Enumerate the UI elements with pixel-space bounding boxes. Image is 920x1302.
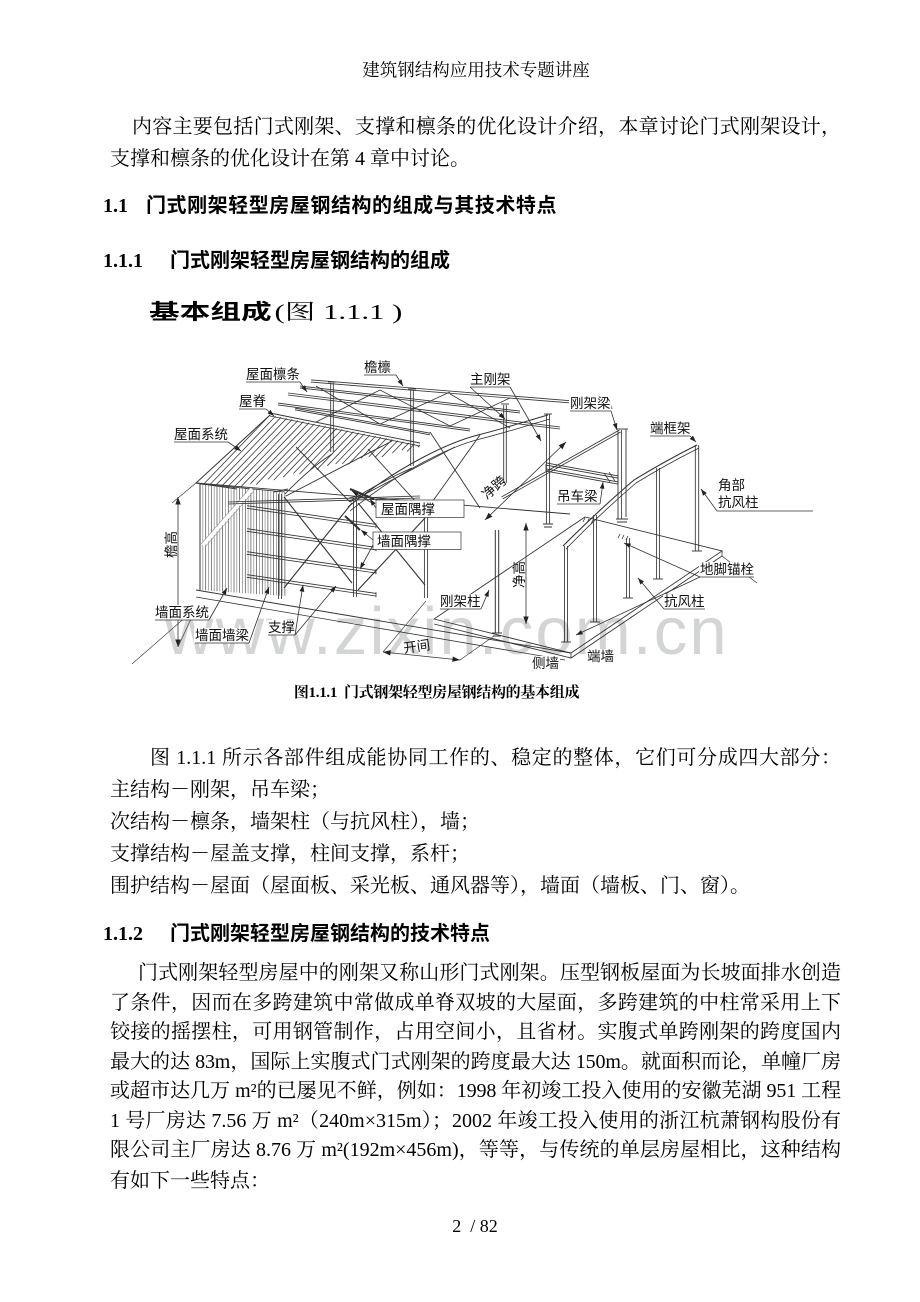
svg-text:地脚锚栓: 地脚锚栓 <box>700 562 754 577</box>
svg-text:支撑: 支撑 <box>268 620 295 635</box>
svg-text:吊车梁: 吊车梁 <box>557 488 598 504</box>
svg-text:开间: 开间 <box>402 637 431 656</box>
svg-text:屋面系统: 屋面系统 <box>174 427 228 442</box>
svg-text:刚架梁: 刚架梁 <box>570 396 611 411</box>
svg-text:端墙: 端墙 <box>587 649 614 664</box>
svg-text:刚架柱: 刚架柱 <box>440 594 481 609</box>
svg-text:屋面檩条: 屋面檩条 <box>246 366 300 382</box>
svg-text:檐檩: 檐檩 <box>364 360 391 375</box>
svg-text:檐高: 檐高 <box>163 531 179 558</box>
svg-text:墙面墙梁: 墙面墙梁 <box>195 628 249 643</box>
svg-text:净高: 净高 <box>511 561 527 588</box>
svg-text:墙面系统: 墙面系统 <box>155 605 209 620</box>
svg-text:屋脊: 屋脊 <box>239 394 266 409</box>
svg-text:端框架: 端框架 <box>650 421 691 436</box>
svg-text:抗风柱: 抗风柱 <box>664 594 705 609</box>
svg-text:屋面隅撑: 屋面隅撑 <box>381 502 435 517</box>
svg-text:侧墙: 侧墙 <box>532 656 559 671</box>
svg-text:抗风柱: 抗风柱 <box>718 495 759 510</box>
svg-text:主刚架: 主刚架 <box>470 372 511 387</box>
svg-text:墙面隅撑: 墙面隅撑 <box>377 534 431 549</box>
svg-text:角部: 角部 <box>718 478 745 493</box>
